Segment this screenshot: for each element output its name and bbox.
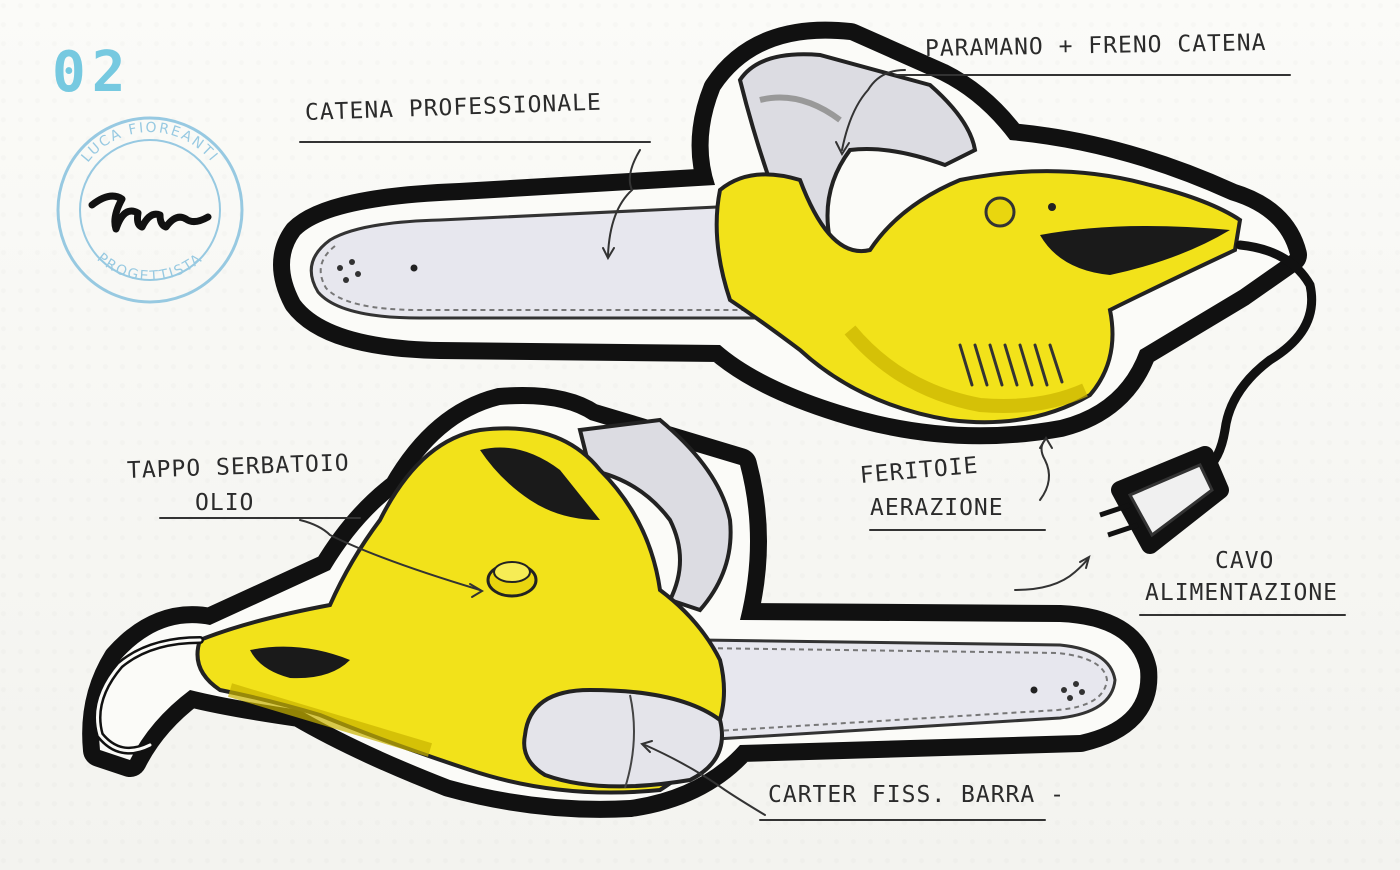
sheet-number: 02	[52, 40, 132, 105]
label-oil-cap-line2: OLIO	[195, 490, 255, 516]
designer-stamp: LUCA FIOREANTI PROGETTISTA	[56, 116, 244, 304]
label-cable-line1: CAVO	[1215, 548, 1275, 574]
oil-tank-cap	[486, 561, 538, 598]
leader-lines	[159, 69, 1346, 821]
stamp-top-text: LUCA FIOREANTI	[79, 120, 220, 166]
top-air-vents	[958, 343, 1064, 387]
stamp-bottom-text: PROGETTISTA	[94, 250, 204, 285]
svg-text:LUCA FIOREANTI: LUCA FIOREANTI	[79, 120, 222, 166]
label-bar-cover: CARTER FISS. BARRA -	[768, 782, 1065, 808]
bottom-hand-guard	[577, 417, 733, 613]
bottom-guide-bar	[698, 638, 1117, 742]
label-vents-line2: AERAZIONE	[870, 495, 1004, 521]
power-plug	[1099, 446, 1229, 554]
svg-text:PROGETTISTA: PROGETTISTA	[94, 250, 206, 285]
label-cable-line2: ALIMENTAZIONE	[1145, 580, 1339, 606]
signature-mark	[88, 192, 212, 233]
top-guide-bar	[309, 203, 762, 320]
top-chainsaw	[273, 21, 1317, 554]
top-power-cord	[1200, 240, 1317, 475]
bar-cover-panel	[522, 687, 724, 789]
bottom-chainsaw	[82, 387, 1158, 818]
